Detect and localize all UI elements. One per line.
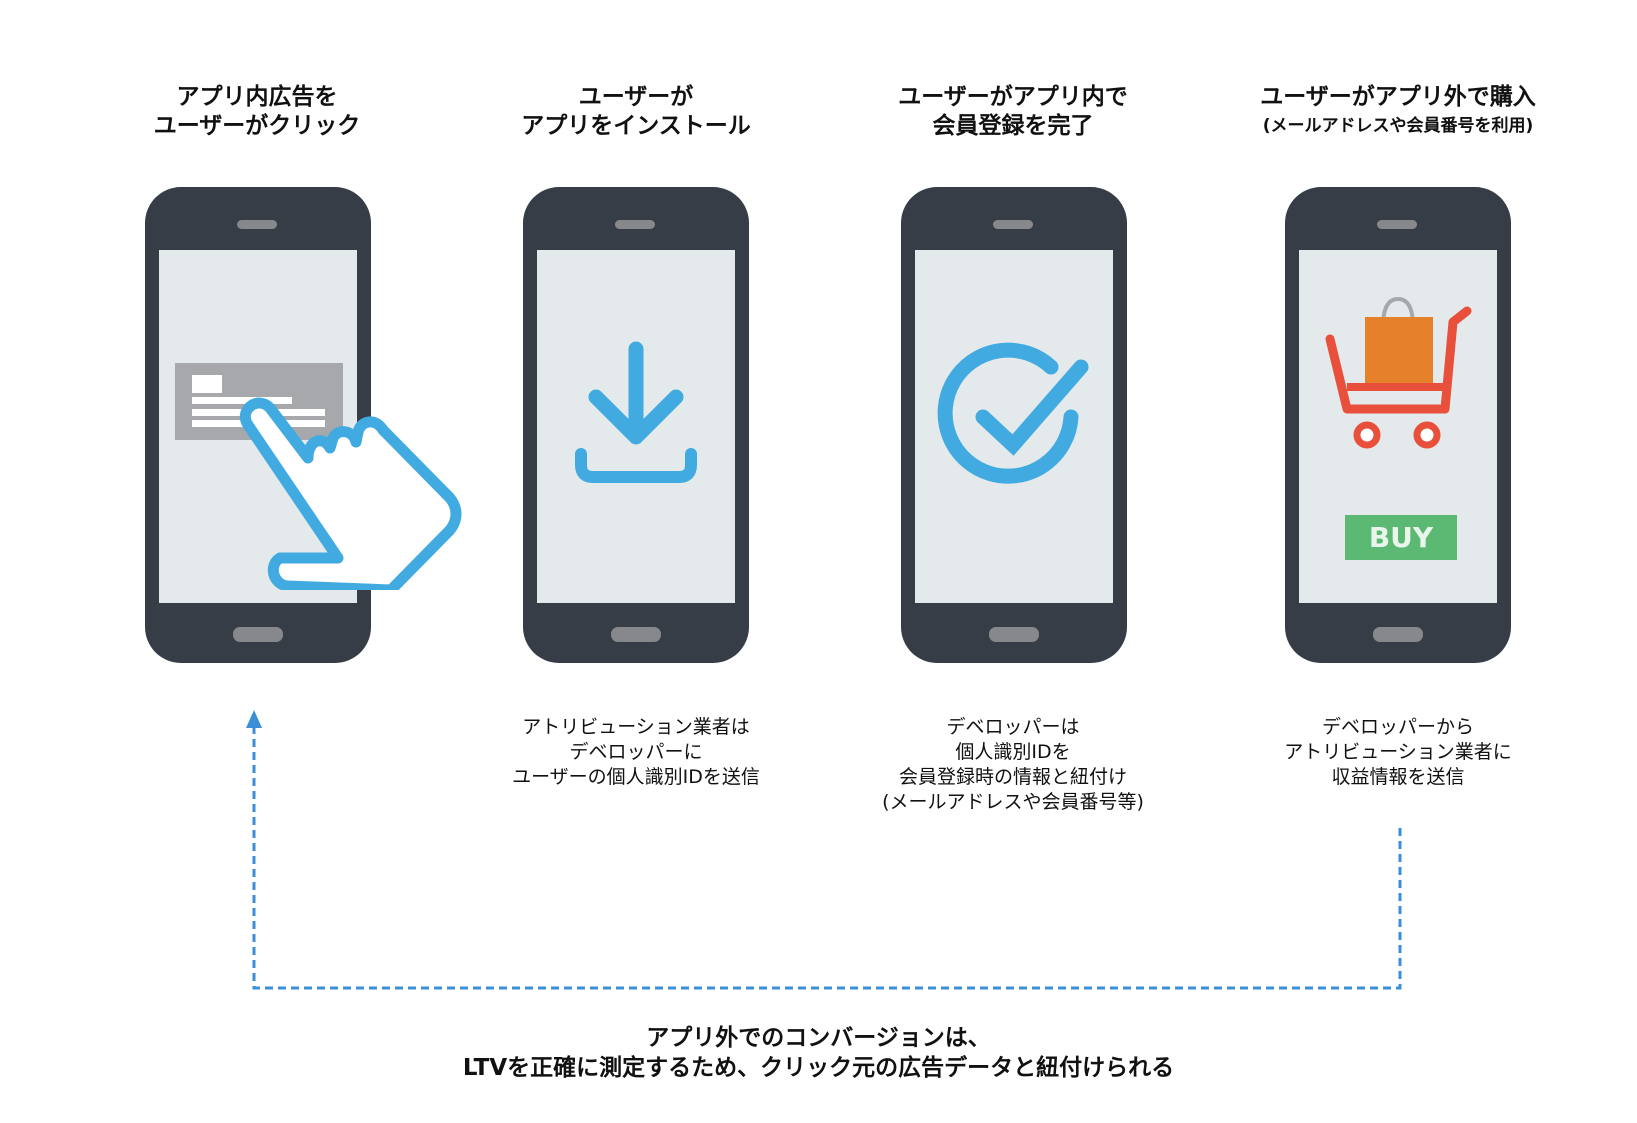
step2-title: ユーザーがアプリをインストール — [446, 83, 826, 141]
title-line: ユーザーがアプリ外で購入 — [1260, 84, 1536, 110]
shopping-cart-icon — [1325, 296, 1472, 449]
desc-line: デベロッパーから — [1321, 716, 1474, 738]
phone-4 — [1285, 187, 1511, 663]
desc-line: ユーザーの個人識別IDを送信 — [512, 766, 760, 788]
arrow-head-icon — [246, 710, 262, 728]
desc-line: デベロッパーに — [569, 741, 703, 763]
desc-line: アトリビューション業者に — [1284, 741, 1512, 763]
conclusion-line: アプリ外でのコンバージョンは、 — [646, 1025, 991, 1051]
title-line: 会員登録を完了 — [932, 113, 1094, 139]
hand-tap-icon — [240, 397, 462, 590]
step1-title: アプリ内広告をユーザーがクリック — [67, 83, 447, 141]
step3-title: ユーザーがアプリ内で会員登録を完了 — [823, 83, 1203, 141]
desc-line: デベロッパーは — [946, 716, 1080, 738]
phone-3 — [901, 187, 1127, 663]
download-icon — [575, 341, 697, 483]
conclusion-line: LTVを正確に測定するため、クリック元の広告データと紐付けられる — [462, 1055, 1175, 1081]
step4-title: ユーザーがアプリ外で購入 (メールアドレスや会員番号を利用) — [1208, 83, 1588, 141]
desc-line: 収益情報を送信 — [1331, 766, 1465, 788]
desc-line: 会員登録時の情報と紐付け — [898, 766, 1127, 788]
title-subline: (メールアドレスや会員番号を利用) — [1262, 116, 1534, 136]
desc-line: アトリビューション業者は — [522, 716, 750, 738]
step2-description: アトリビューション業者はデベロッパーにユーザーの個人識別IDを送信 — [446, 715, 826, 790]
buy-button[interactable]: BUY — [1345, 515, 1457, 560]
check-circle-icon — [937, 342, 1089, 484]
step4-description: デベロッパーからアトリビューション業者に収益情報を送信 — [1208, 715, 1588, 790]
title-line: ユーザーがクリック — [153, 113, 361, 139]
step3-description: デベロッパーは個人識別IDを会員登録時の情報と紐付け (メールアドレスや会員番号等… — [823, 715, 1203, 815]
desc-line: (メールアドレスや会員番号等) — [882, 791, 1144, 813]
phone-2 — [523, 187, 749, 663]
title-line: アプリをインストール — [521, 113, 751, 139]
title-line: ユーザーが — [578, 84, 694, 110]
desc-line: 個人識別IDを — [955, 741, 1071, 763]
conclusion-text: アプリ外でのコンバージョンは、 LTVを正確に測定するため、クリック元の広告データ… — [0, 1023, 1637, 1083]
title-line: アプリ内広告を — [176, 84, 338, 110]
title-line: ユーザーがアプリ内で — [898, 84, 1128, 110]
